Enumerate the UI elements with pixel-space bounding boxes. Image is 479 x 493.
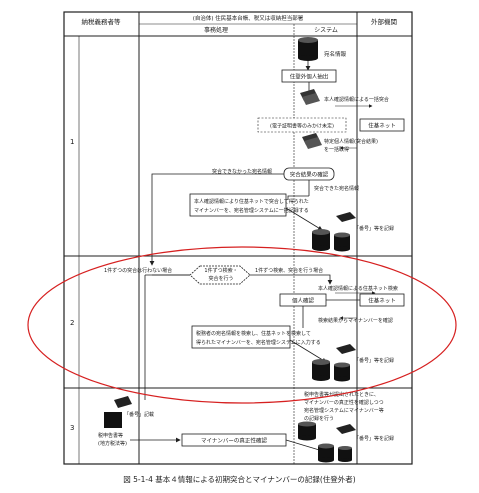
database-icon [298, 37, 318, 61]
row-label-1: 1 [70, 138, 74, 146]
label-search-by-basic-info: 本人確認情報による住基ネット検索 [318, 285, 398, 292]
terminal-icon [336, 212, 356, 222]
terminal-icon-2 [336, 344, 356, 354]
label-tax-docs-1: 税申告書等 [98, 432, 123, 439]
database-icon-2 [312, 229, 350, 252]
label-one-by-one-2: 突合を行う [208, 275, 233, 282]
row-label-2: 2 [70, 319, 74, 327]
terminal-icon-3 [336, 424, 356, 434]
swimlane-grid [63, 11, 413, 465]
label-e-signature-note: (電子証明書等のみかけ未定) [270, 123, 334, 130]
label-confirm-my-number: 検索結果からマイナンバーを確認 [318, 317, 393, 324]
label-one-by-one-no: 1件ずつの突合は行わない場合 [104, 267, 172, 274]
label-extract-non-resident: 住登外個人抽出 [290, 73, 329, 81]
label-address-info: 宛名情報 [324, 50, 347, 58]
box-e-signature-note [257, 117, 347, 133]
row-label-3: 3 [70, 424, 74, 432]
database-icon-3 [312, 359, 350, 382]
label-record-number-4: 「番号」等を記録 [354, 435, 394, 442]
label-record-number-3: 「番号」記載 [124, 411, 154, 418]
label-tax-docs-2: (地方税法等) [98, 440, 127, 447]
header-office: 事務処理 [204, 26, 228, 34]
document-stack-icon-2 [302, 133, 322, 149]
label-unmatched-info: 突合できなかった宛名情報 [212, 168, 272, 175]
database-icon-5 [318, 443, 352, 463]
header: 納税義務者等 (自治体) 住民基本台帳、税又は収納担当部署 事務処理 システム … [82, 14, 398, 34]
label-basic-4-batch: 本人確認情報による一括突合 [324, 96, 389, 103]
label-input-my-number-1: 税務者の宛名情報を検索し、住基ネットを検索して [196, 330, 311, 337]
figure-caption: 図 5-1-4 基本４情報による初期突合とマイナンバーの記録(住登外者) [123, 475, 356, 484]
label-juki-net-2: 住基ネット [368, 297, 396, 305]
label-one-by-one-yes: 1件ずつ検索、突合を行う場合 [255, 267, 323, 274]
label-check-result: 突合結果の確認 [290, 171, 329, 179]
label-note-3-4: の記録を行う [304, 415, 334, 422]
highlight-ellipse [27, 246, 457, 404]
label-matched-info: 突合できた宛名情報 [314, 185, 359, 192]
box-register-my-number [189, 193, 287, 217]
document-stack-icon [300, 89, 320, 105]
row-labels: 1 2 3 [70, 138, 74, 432]
label-register-my-number-1: 本人確認情報により住基ネットで突合して得られた [194, 198, 309, 205]
header-municipality: (自治体) 住民基本台帳、税又は収納担当部署 [193, 14, 304, 22]
label-verify-authenticity: マイナンバーの真正性確認 [201, 437, 267, 445]
label-input-my-number-2: 得られたマイナンバーを、宛名管理システムに入力する [196, 339, 321, 346]
label-matched-individuals-2: を一括取得 [324, 146, 349, 153]
note-box-3: 税申告書等が提出されたときに、 マイナンバーの真正性を確認しつつ 宛名管理システ… [304, 391, 384, 422]
label-note-3-3: 宛名管理システムにマイナンバー等 [304, 407, 384, 414]
label-register-my-number-2: マイナンバーを、宛名管理システムに一括記録する [194, 207, 309, 214]
label-matched-individuals-1: 特定個人情報(突合結果) [324, 138, 378, 145]
box-juki-net-1 [359, 118, 405, 132]
database-icon-4 [298, 421, 316, 441]
label-juki-net-1: 住基ネット [368, 122, 396, 130]
header-taxpayer: 納税義務者等 [82, 17, 122, 26]
label-note-3-2: マイナンバーの真正性を確認しつつ [304, 399, 384, 406]
header-external: 外部機関 [371, 17, 397, 26]
label-one-by-one-1: 1件ずつ検索・ [204, 267, 237, 274]
label-personal-confirmation: 個人確認 [292, 297, 315, 305]
flow-diagram: 納税義務者等 (自治体) 住民基本台帳、税又は収納担当部署 事務処理 システム … [27, 11, 457, 465]
document-icon [104, 396, 132, 428]
label-record-number-1: 「番号」等を記録 [354, 225, 394, 232]
header-system: システム [314, 27, 338, 34]
box-input-my-number [191, 325, 291, 349]
label-record-number-2: 「番号」等を記録 [354, 357, 394, 364]
